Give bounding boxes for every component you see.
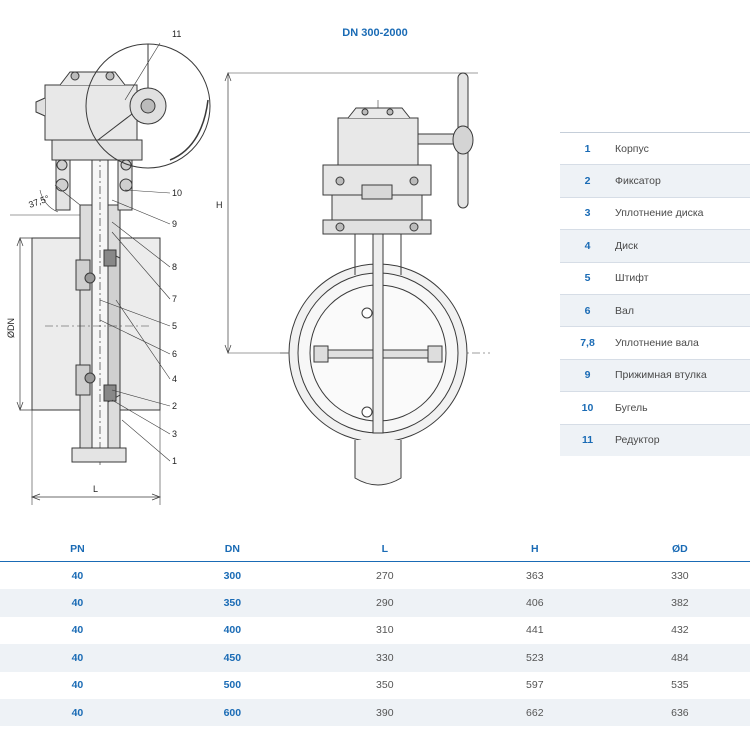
- col-header-h: H: [459, 537, 610, 562]
- part-number: 2: [584, 175, 591, 188]
- parts-list: 1 Корпус 2 Фиксатор 3 Уплотнение диска 4 Дис…: [560, 132, 750, 456]
- part-number: 11: [581, 434, 594, 447]
- cell-pn: 40: [0, 589, 155, 617]
- table-row: 40 400 310 441 432: [0, 617, 750, 644]
- cell-dn: 450: [154, 644, 310, 672]
- cell-l: 270: [376, 569, 394, 582]
- cell-od: 330: [671, 569, 689, 582]
- col-header-od: ØD: [609, 537, 750, 562]
- callout-2: 2: [172, 401, 177, 411]
- cell-dn: 600: [154, 698, 310, 727]
- cell-od: 432: [671, 624, 689, 637]
- cell-l: 390: [309, 698, 460, 727]
- cell-dn: 400: [223, 624, 242, 637]
- callout-11: 11: [172, 29, 181, 39]
- col-header-dn: DN: [154, 537, 310, 562]
- callout-7: 7: [172, 294, 177, 304]
- cell-dn: 300: [223, 569, 242, 582]
- parts-row: 2 Фиксатор: [560, 164, 750, 197]
- part-name: Фиксатор: [615, 175, 661, 188]
- cell-l: 310: [376, 624, 394, 637]
- parts-row: 10 Бугель: [560, 391, 750, 423]
- part-number: 5: [584, 272, 591, 285]
- part-name: Вал: [615, 304, 634, 317]
- part-name: Штифт: [615, 272, 649, 285]
- cell-od: 636: [609, 698, 750, 727]
- cell-h: 406: [459, 589, 610, 617]
- part-name: Уплотнение диска: [615, 207, 704, 220]
- l-label: L: [93, 484, 98, 494]
- dimensions-table: PN DN L H ØD 40 300 270 363 330 40 350 2…: [0, 537, 750, 727]
- callout-5: 5: [172, 321, 177, 331]
- part-number: 6: [584, 304, 591, 317]
- part-number: 4: [584, 239, 591, 252]
- callout-1: 1: [172, 456, 177, 466]
- table-row: 40 500 350 597 535: [0, 672, 750, 699]
- cell-pn: 40: [71, 624, 84, 637]
- table-header-row: PN DN L H ØD: [0, 537, 750, 562]
- h-label: H: [216, 200, 223, 210]
- parts-row: 3 Уплотнение диска: [560, 196, 750, 229]
- part-name: Корпус: [615, 142, 649, 155]
- callout-10: 10: [172, 188, 182, 198]
- cell-dn: 500: [223, 679, 242, 692]
- cell-pn: 40: [71, 569, 84, 582]
- part-name: Бугель: [615, 401, 648, 414]
- parts-row: 5 Штифт: [560, 261, 750, 294]
- cell-od: 382: [609, 589, 750, 617]
- col-header-pn: PN: [0, 537, 155, 562]
- cell-h: 363: [526, 569, 544, 582]
- cell-pn: 40: [71, 679, 84, 692]
- table-row: 40 450 330 523 484: [0, 644, 750, 672]
- table-row: 40 350 290 406 382: [0, 589, 750, 617]
- parts-row: 9 Прижимная втулка: [560, 358, 750, 392]
- parts-row: 11 Редуктор: [560, 423, 750, 456]
- table-row: 40 600 390 662 636: [0, 698, 750, 727]
- angle-label: 37,5°: [27, 193, 51, 210]
- valve-drawings: 11 10 9 8 7 5 6 4 2 3 1 37,5° ØDN L H: [6, 29, 490, 505]
- cell-h: 597: [526, 679, 544, 692]
- cell-pn: 40: [0, 698, 155, 727]
- front-view: [224, 72, 490, 486]
- cell-od: 535: [671, 679, 689, 692]
- section-view: [10, 42, 211, 505]
- part-number: 1: [584, 142, 591, 155]
- cell-l: 330: [309, 644, 460, 672]
- part-number: 3: [584, 207, 591, 220]
- cell-l: 290: [309, 589, 460, 617]
- part-name: Диск: [615, 239, 638, 252]
- cell-l: 350: [376, 679, 394, 692]
- parts-row: 4 Диск: [560, 229, 750, 262]
- dn-label: ØDN: [6, 318, 16, 338]
- parts-row: 6 Вал: [560, 293, 750, 327]
- cell-h: 523: [459, 644, 610, 672]
- part-number: 7,8: [580, 337, 595, 350]
- table-row: 40 300 270 363 330: [0, 562, 750, 590]
- part-number: 10: [581, 401, 594, 414]
- callout-8: 8: [172, 262, 177, 272]
- parts-row: 7,8 Уплотнение вала: [560, 326, 750, 358]
- col-header-l: L: [309, 537, 460, 562]
- callout-3: 3: [172, 429, 177, 439]
- cell-h: 441: [526, 624, 544, 637]
- callout-6: 6: [172, 349, 177, 359]
- part-number: 9: [584, 369, 591, 382]
- cell-pn: 40: [0, 644, 155, 672]
- page-title: DN 300-2000: [342, 27, 408, 39]
- cell-dn: 350: [154, 589, 310, 617]
- cell-h: 662: [459, 698, 610, 727]
- parts-row: 1 Корпус: [560, 132, 750, 164]
- part-name: Уплотнение вала: [615, 337, 699, 350]
- part-name: Прижимная втулка: [615, 369, 707, 382]
- callout-9: 9: [172, 219, 177, 229]
- part-name: Редуктор: [615, 434, 660, 447]
- callout-4: 4: [172, 374, 177, 384]
- cell-od: 484: [609, 644, 750, 672]
